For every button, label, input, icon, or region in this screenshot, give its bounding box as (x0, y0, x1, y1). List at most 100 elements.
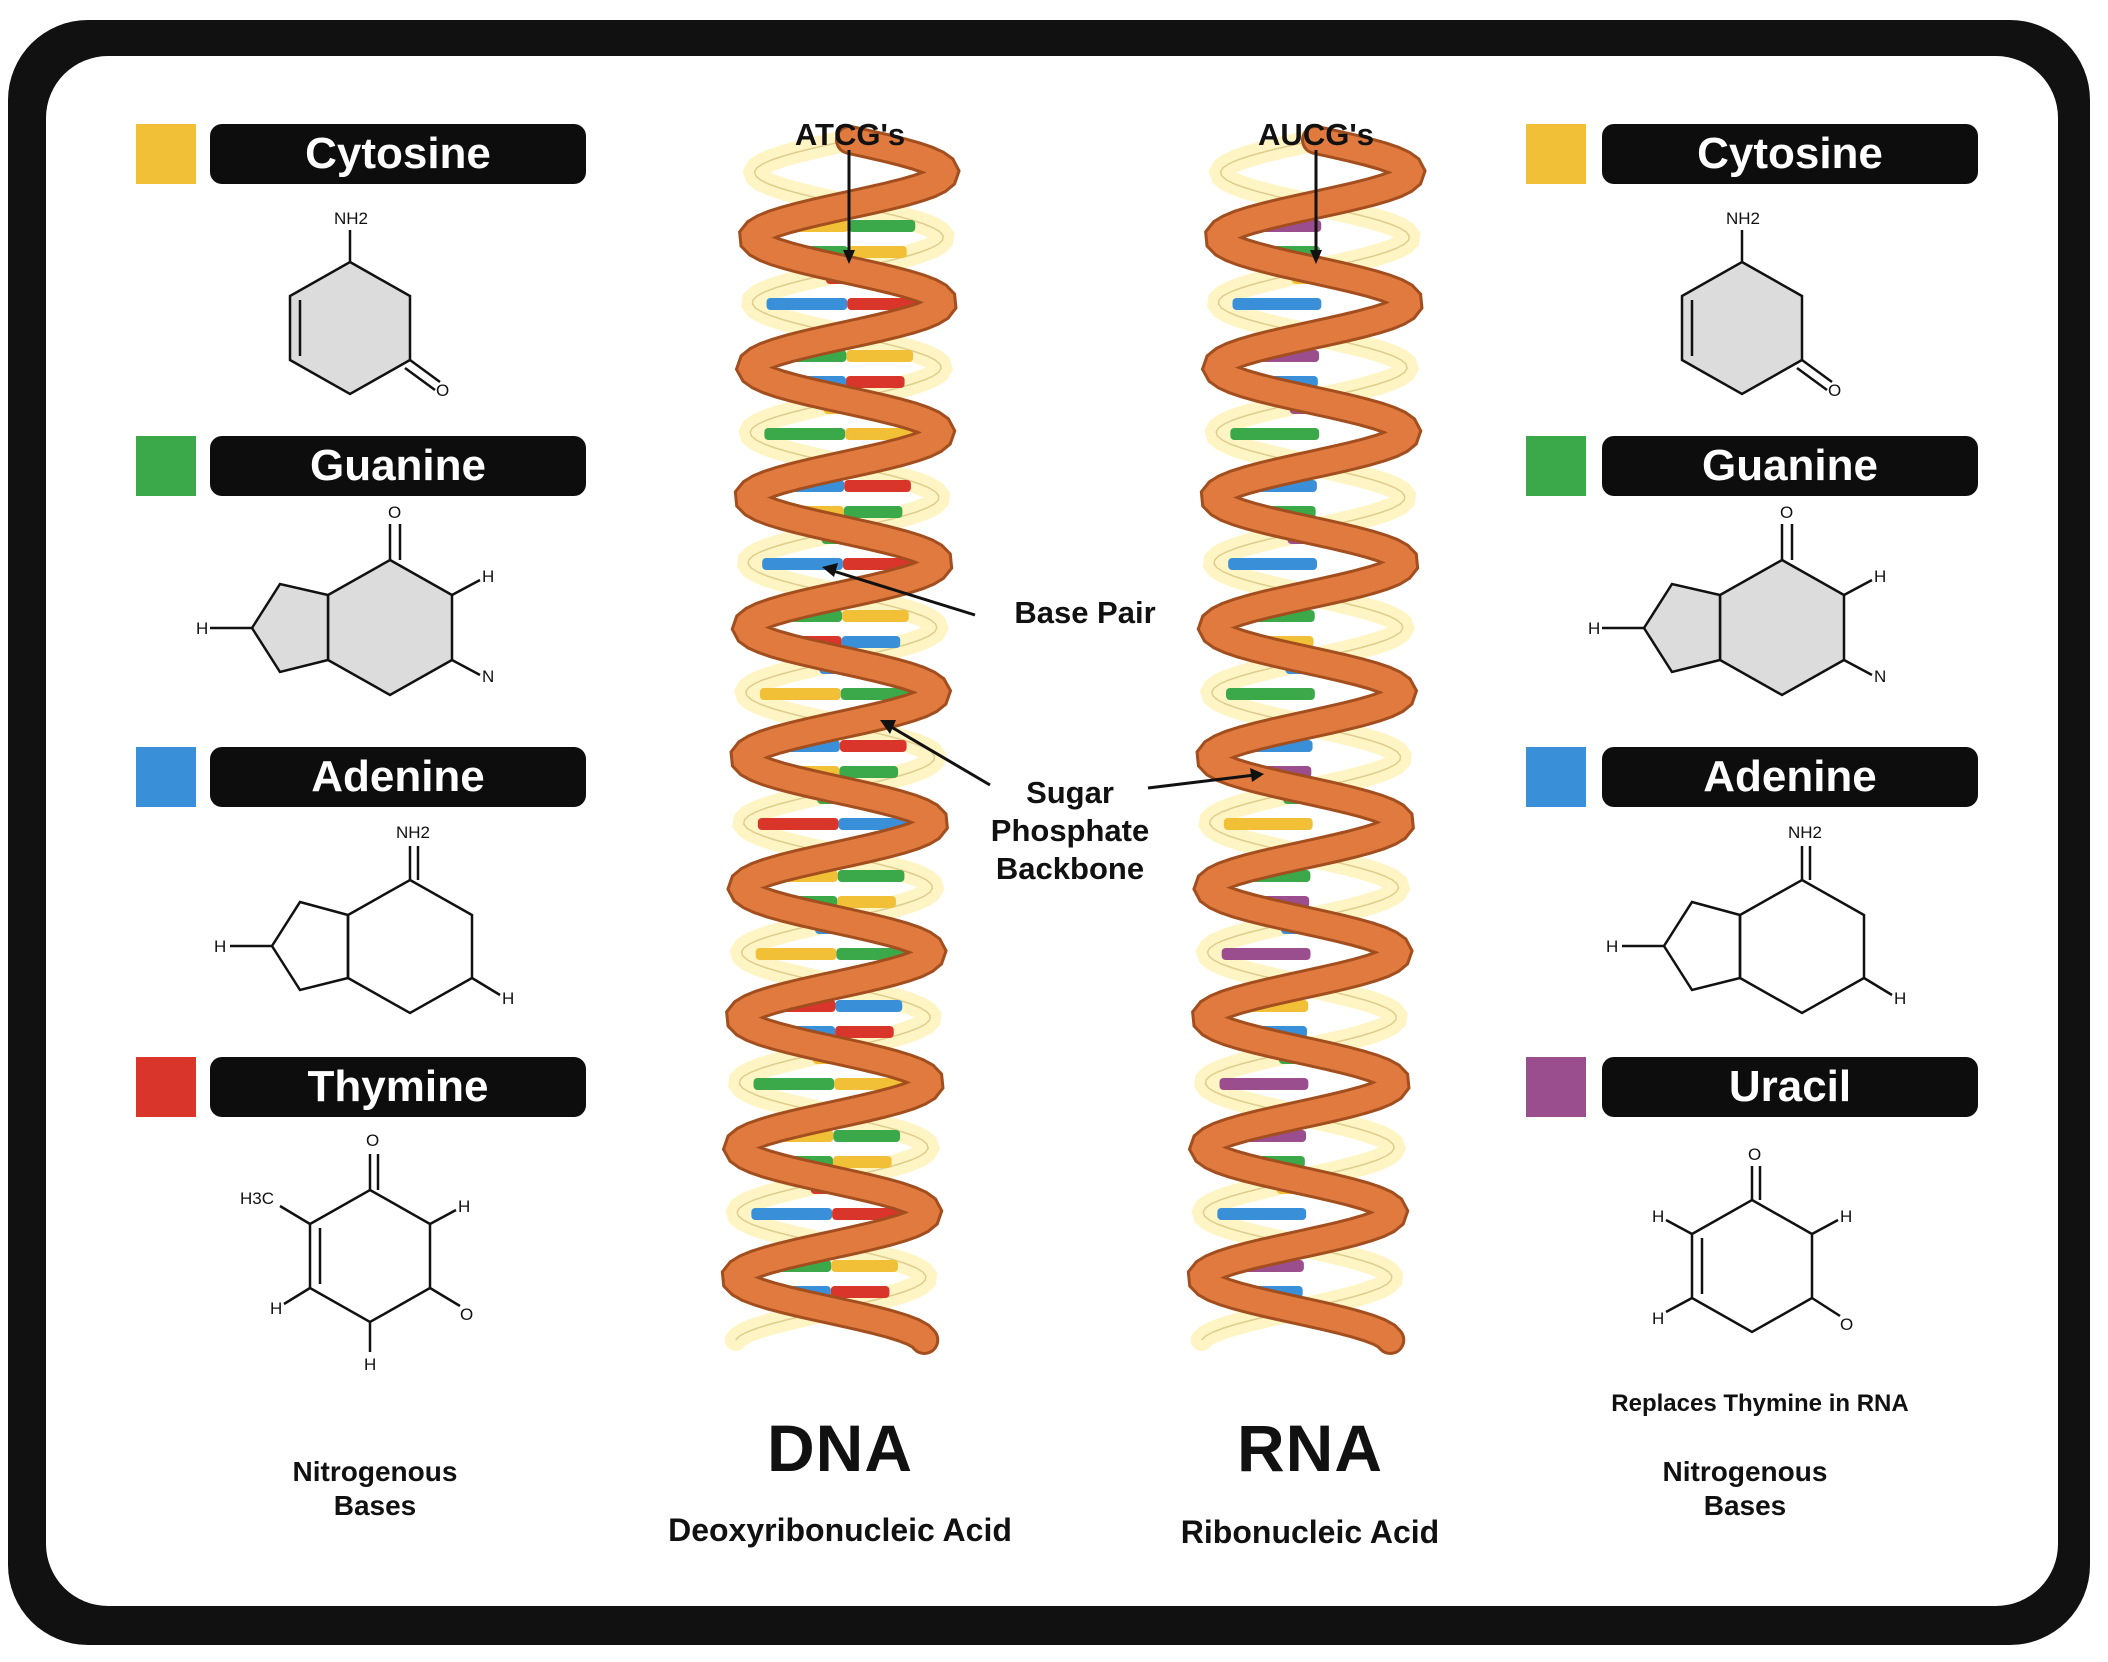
base-rung (760, 688, 841, 700)
base-rung (1226, 688, 1315, 700)
svg-text:O: O (388, 503, 401, 522)
svg-text:H: H (214, 937, 226, 956)
base-rung (832, 1156, 892, 1168)
amine-label: NH2 (1788, 823, 1822, 842)
base-rung (848, 220, 916, 232)
base-rung (766, 298, 848, 310)
adenine-label: Adenine (1602, 747, 1978, 807)
guanine-color-swatch (1526, 436, 1586, 496)
cytosine-structure: NH2 O (1680, 209, 1841, 400)
base-rung (1219, 1078, 1309, 1090)
uracil-structure: O H H O H (1652, 1145, 1853, 1334)
cytosine-color-swatch (1526, 124, 1586, 184)
base-rung (1232, 298, 1322, 310)
uracil-note: Replaces Thymine in RNA (1611, 1390, 1909, 1417)
base-rung (843, 506, 903, 518)
guanine-structure: O H N H (1588, 503, 1886, 697)
aucg-label: AUCG's (1258, 117, 1374, 152)
adenine-structure: NH2 H H (214, 823, 514, 1015)
uracil-color-swatch (1526, 1057, 1586, 1117)
base-rung (835, 1000, 903, 1012)
svg-text:N: N (1874, 667, 1886, 686)
base-rung (846, 350, 914, 362)
svg-text:H: H (1606, 937, 1618, 956)
base-rung (837, 870, 905, 882)
svg-text:O: O (436, 381, 449, 400)
amine-label: NH2 (396, 823, 430, 842)
cytosine-label: Cytosine (1602, 124, 1978, 184)
adenine-color-swatch (136, 747, 196, 807)
svg-text:H: H (1652, 1309, 1664, 1328)
cytosine-label: Cytosine (210, 124, 586, 184)
base-pair-arrow (829, 568, 976, 617)
svg-text:O: O (1828, 381, 1841, 400)
base-rung (839, 766, 899, 778)
annotation-arrows (822, 150, 1322, 790)
base-rung (1228, 558, 1318, 570)
adenine-label: Adenine (210, 747, 586, 807)
svg-text:H: H (196, 619, 208, 638)
svg-text:H: H (1840, 1207, 1852, 1226)
guanine-label: Guanine (210, 436, 586, 496)
thymine-label: Thymine (210, 1057, 586, 1117)
svg-text:H: H (482, 567, 494, 586)
base-rung (1223, 818, 1313, 830)
backbone-arrow-dna (887, 723, 991, 787)
svg-text:H: H (1894, 989, 1906, 1008)
base-pair-label: Base Pair (1014, 595, 1156, 630)
svg-text:H: H (1588, 619, 1600, 638)
svg-text:O: O (1780, 503, 1793, 522)
base-rung (1217, 1208, 1307, 1220)
svg-text:N: N (482, 667, 494, 686)
base-rung (757, 818, 839, 830)
base-rung (842, 610, 909, 622)
atcg-label: ATCG's (794, 117, 906, 152)
base-rung (751, 1208, 833, 1220)
guanine-color-swatch (136, 436, 196, 496)
base-rung (755, 948, 837, 960)
adenine-color-swatch (1526, 747, 1586, 807)
base-rung (753, 1078, 835, 1090)
base-rung (845, 376, 905, 388)
adenine-structure: NH2 H H (1606, 823, 1906, 1015)
base-rung (835, 1026, 894, 1038)
thymine-structure: O H3C H O H H (240, 1131, 473, 1374)
base-rung (1230, 428, 1320, 440)
methyl-label: H3C (240, 1189, 274, 1208)
dna-double-helix (720, 125, 961, 1355)
svg-text:H: H (1874, 567, 1886, 586)
svg-text:O: O (460, 1305, 473, 1324)
backbone-arrow-rna (1147, 773, 1256, 790)
base-rung (833, 1130, 901, 1142)
dna-title: DNA (767, 1411, 913, 1485)
svg-text:H: H (1652, 1207, 1664, 1226)
uracil-label: Uracil (1602, 1057, 1978, 1117)
cytosine-structure: NH2 O (288, 209, 449, 400)
rna-single-strand (1186, 125, 1427, 1355)
dna-subtitle: Deoxyribonucleic Acid (668, 1512, 1012, 1548)
svg-text:O: O (366, 1131, 379, 1150)
guanine-structure: O H N H (196, 503, 494, 697)
base-rung (830, 1286, 890, 1298)
base-rung (848, 246, 907, 258)
guanine-label: Guanine (1602, 436, 1978, 496)
svg-text:H: H (502, 989, 514, 1008)
rna-title: RNA (1237, 1411, 1383, 1485)
svg-text:H: H (270, 1299, 282, 1318)
amine-label: NH2 (1726, 209, 1760, 228)
thymine-color-swatch (136, 1057, 196, 1117)
svg-text:O: O (1748, 1145, 1761, 1164)
svg-text:H: H (364, 1355, 376, 1374)
base-rung (839, 740, 907, 752)
amine-label: NH2 (334, 209, 368, 228)
svg-text:O: O (1840, 1315, 1853, 1334)
base-rung (1221, 948, 1311, 960)
base-rung (764, 428, 846, 440)
right-bases-caption: Nitrogenous Bases (1662, 1456, 1828, 1521)
base-rung (831, 1260, 898, 1272)
base-rung (844, 480, 911, 492)
svg-text:H: H (458, 1197, 470, 1216)
cytosine-color-swatch (136, 124, 196, 184)
backbone-label: Sugar Phosphate Backbone (990, 775, 1150, 886)
